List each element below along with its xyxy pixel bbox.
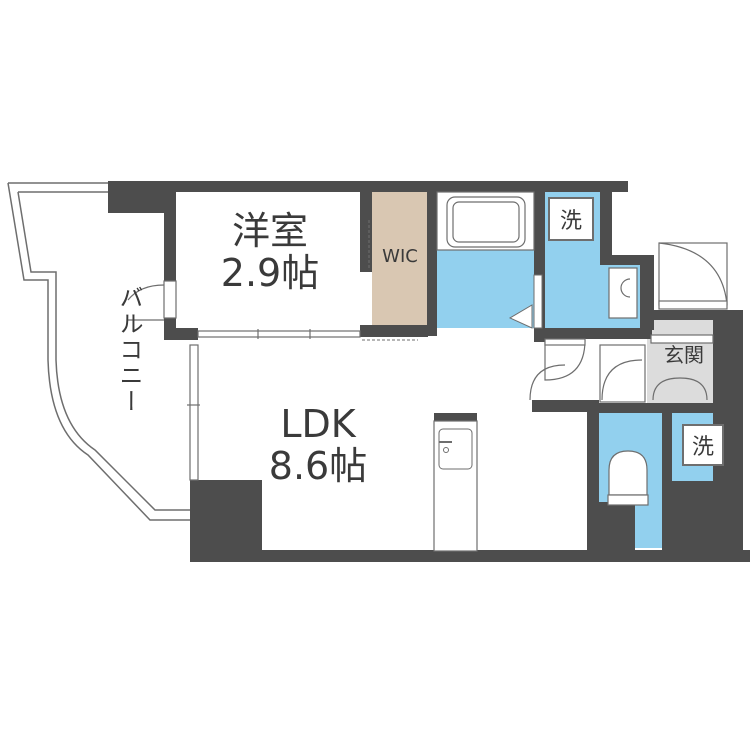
wic-label: WIC: [382, 246, 418, 267]
bathroom-door-icon: [508, 304, 533, 329]
washroom-badge: 洗: [548, 197, 594, 241]
wic-floor: [372, 192, 427, 327]
kitchen-unit: [433, 413, 478, 552]
laundry-badge: 洗: [682, 424, 724, 466]
ldk-label: LDK 8.6帖: [258, 405, 378, 485]
toilet-icon: [607, 450, 649, 506]
entrance-floor: [647, 320, 713, 403]
entrance-label: 玄関: [664, 343, 704, 367]
balcony-outline: [7, 182, 190, 521]
basin-icon: [608, 267, 638, 319]
door-swings: [127, 242, 728, 403]
balcony-label: バルコニー: [115, 285, 143, 415]
western-room-size: 2.9帖: [220, 251, 320, 295]
bathtub-icon: [436, 191, 535, 251]
ldk-size: 8.6帖: [268, 444, 368, 488]
windows: [163, 280, 361, 481]
western-room-label: 洋室 2.9帖: [215, 212, 325, 292]
western-room-name: 洋室: [231, 209, 308, 253]
ldk-name: LDK: [280, 402, 356, 446]
